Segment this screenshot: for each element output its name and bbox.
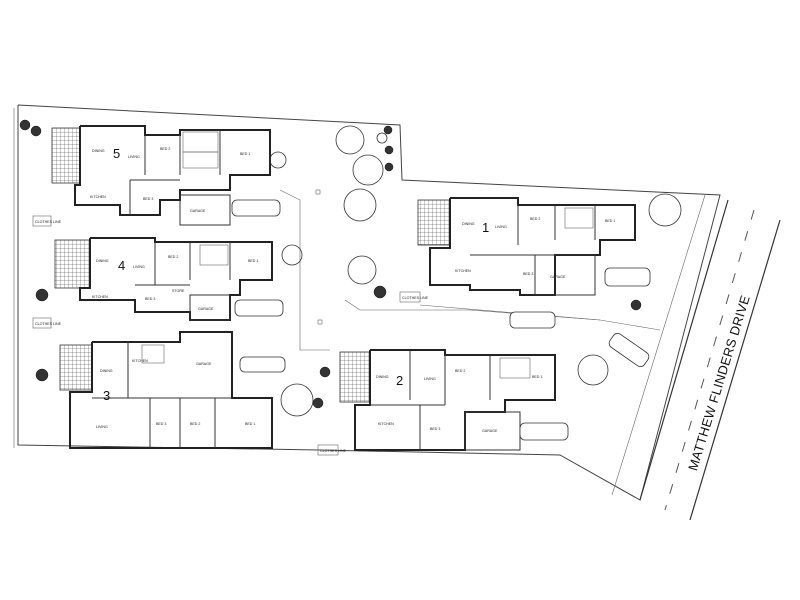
unit-1: 1 DINING LIVING BED 2 BED 3 BED 1 KITCHE… xyxy=(417,197,636,296)
unit-5-room-label: BED 2 xyxy=(160,147,170,151)
street-road xyxy=(611,194,781,521)
street-label-group: MATTHEW FLINDERS DRIVE xyxy=(685,293,753,472)
unit-5-room-label: DINING xyxy=(92,149,105,153)
clothes-line-label: CLOTHES LINE xyxy=(320,449,347,453)
unit-1-number: 1 xyxy=(482,220,489,235)
unit-2-room-label: LIVING xyxy=(424,377,436,381)
unit-2: 2 DINING LIVING BED 2 BED 1 BED 3 KITCHE… xyxy=(339,349,556,451)
unit-4-number: 4 xyxy=(118,258,125,273)
unit-1-room-label: BED 1 xyxy=(605,219,615,223)
unit-1-room-label: LIVING xyxy=(495,225,507,229)
unit-4-room-label: DINING xyxy=(96,259,109,263)
unit-5-room-label: BED 3 xyxy=(143,197,153,201)
unit-2-number: 2 xyxy=(396,373,403,388)
unit-4-room-label: BED 2 xyxy=(168,255,178,259)
unit-1-room-label: BED 2 xyxy=(530,217,540,221)
unit-2-room-label: BED 2 xyxy=(455,369,465,373)
unit-5-number: 5 xyxy=(113,146,120,161)
unit-3: 3 DINING KITCHEN LIVING BED 3 BED 2 BED … xyxy=(59,331,273,449)
unit-4-room-label: BED 1 xyxy=(248,259,258,263)
shrubs xyxy=(19,119,642,409)
street-name-label: MATTHEW FLINDERS DRIVE xyxy=(685,293,753,472)
clothes-line-label: CLOTHES LINE xyxy=(35,322,62,326)
unit-3-room-label: BED 3 xyxy=(156,422,166,426)
unit-3-room-label: GARAGE xyxy=(196,362,212,366)
unit-3-room-label: LIVING xyxy=(96,425,108,429)
unit-5-room-label: GARAGE xyxy=(190,209,206,213)
unit-1-room-label: KITCHEN xyxy=(455,269,471,273)
unit-3-room-label: BED 2 xyxy=(190,422,200,426)
unit-3-room-label: BED 1 xyxy=(245,422,255,426)
unit-1-room-label: GARAGE xyxy=(550,275,566,279)
unit-2-room-label: GARAGE xyxy=(482,429,498,433)
unit-4-room-label: LIVING xyxy=(133,265,145,269)
unit-5-room-label: BED 1 xyxy=(240,152,250,156)
unit-5-room-label: LIVING xyxy=(128,155,140,159)
unit-2-room-label: DINING xyxy=(376,375,389,379)
unit-2-room-label: BED 1 xyxy=(532,375,542,379)
unit-3-room-label: DINING xyxy=(100,369,113,373)
unit-4-room-label: STORE xyxy=(172,289,185,293)
unit-4-room-label: BED 3 xyxy=(145,297,155,301)
unit-4-room-label: KITCHEN xyxy=(92,295,108,299)
unit-2-room-label: BED 3 xyxy=(430,427,440,431)
unit-4: 4 DINING LIVING BED 2 BED 1 KITCHEN STOR… xyxy=(54,237,273,321)
site-boundary xyxy=(13,104,721,501)
unit-5-room-label: KITCHEN xyxy=(90,195,106,199)
unit-3-room-label: KITCHEN xyxy=(132,359,148,363)
unit-1-room-label: DINING xyxy=(462,222,475,226)
parked-cars xyxy=(231,199,651,441)
unit-4-room-label: GARAGE xyxy=(198,307,214,311)
unit-5: 5 DINING LIVING BED 2 BED 1 KITCHEN BED … xyxy=(51,125,271,226)
unit-1-room-label: BED 3 xyxy=(523,272,533,276)
clothes-line-label: CLOTHES LINE xyxy=(35,220,62,224)
unit-3-number: 3 xyxy=(103,388,110,403)
clothes-line-labels: CLOTHES LINE CLOTHES LINE CLOTHES LINE C… xyxy=(32,215,429,456)
trees xyxy=(269,125,682,417)
unit-2-room-label: KITCHEN xyxy=(378,422,394,426)
clothes-line-label: CLOTHES LINE xyxy=(402,296,429,300)
